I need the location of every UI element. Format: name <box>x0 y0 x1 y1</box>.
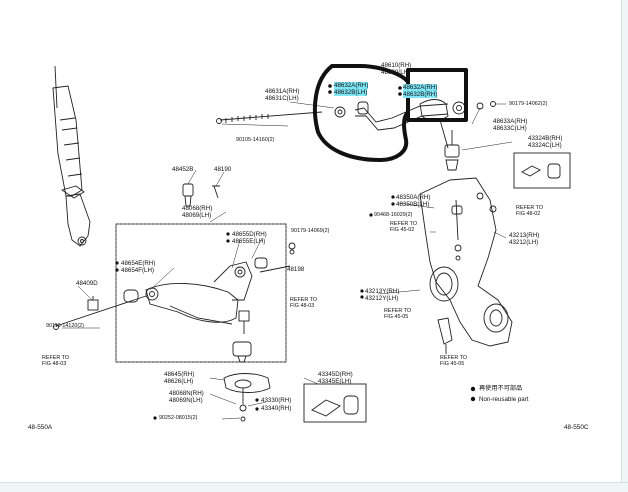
legend-non-reusable-jp: 再使用不可部品 <box>479 385 523 392</box>
label-90468: 90468-16029(2) <box>374 212 413 218</box>
label-48632b-right[interactable]: 48632B(RH) <box>403 91 438 98</box>
circle-marker <box>312 64 468 162</box>
label-43213: 43213(RH) <box>509 232 540 239</box>
label-48632b-left[interactable]: 48632B(LH) <box>334 89 368 96</box>
label-43212y: 43212Y(LH) <box>365 295 399 302</box>
ref-fig48-03a: FIG 48-03 <box>290 303 315 309</box>
upper-bushing-right <box>452 101 466 115</box>
vertical-scrollbar[interactable] <box>621 0 628 491</box>
label-43213y: 43213Y(RH) <box>365 288 400 295</box>
label-48626: 48626(LH) <box>164 378 194 385</box>
label-48069: 48069(LH) <box>182 212 212 219</box>
label-48198: 48198 <box>287 266 305 273</box>
ref-fig45-05: FIG 45-05 <box>384 314 409 320</box>
label-48632a-left[interactable]: 48632A(RH) <box>334 82 369 89</box>
label-90252: 90252-08015(2) <box>159 415 198 421</box>
label-43324b: 43324B(RH) <box>528 135 563 142</box>
label-48069n: 48069N(LH) <box>169 397 203 404</box>
label-90119: 90119-14120(2) <box>46 323 84 329</box>
ref-refer-to-1: REFER TO <box>290 297 318 303</box>
label-48633c: 48633C(LH) <box>493 125 527 132</box>
steering-knuckle <box>419 177 513 347</box>
ref-fig48-03b: FIG 48-03 <box>42 361 67 367</box>
label-43330: 43330(RH) <box>261 397 292 404</box>
label-48655e: 48655E(LH) <box>232 238 266 245</box>
label-48654f: 48654F(LH) <box>121 267 155 274</box>
ref-fig48-02: FIG 48-02 <box>516 211 541 217</box>
label-48610: 48610(RH) <box>381 62 412 69</box>
label-48068: 48068(RH) <box>182 205 213 212</box>
ref-refer-to-4: REFER TO <box>516 205 544 211</box>
ref-refer-to-3: REFER TO <box>390 221 418 227</box>
label-48190: 48190 <box>214 166 232 173</box>
highlight-circle-left <box>312 64 410 162</box>
lower-arm <box>145 283 239 323</box>
label-43324c: 43324C(LH) <box>528 142 562 149</box>
label-48350b: 48350B(LH) <box>396 201 430 208</box>
upper-bushing-left <box>334 106 346 118</box>
label-48631a: 48631A(RH) <box>265 88 300 95</box>
ref-refer-to-2: REFER TO <box>42 355 70 361</box>
shock-rod <box>54 65 58 109</box>
ref-fig45-02: FIG 45-02 <box>390 227 415 233</box>
shock-upper-body <box>52 85 83 197</box>
label-48655d: 48655D(RH) <box>232 231 267 238</box>
label-48632a-right[interactable]: 48632A(RH) <box>403 84 438 91</box>
label-48409d: 48409D <box>76 280 98 287</box>
figure-code-right: 48-550C <box>564 424 589 431</box>
ref-refer-to-6: REFER TO <box>440 355 468 361</box>
horizontal-scrollbar[interactable] <box>0 482 628 492</box>
label-48630: 48630(LH) <box>381 69 411 76</box>
upper-bolt <box>219 111 323 121</box>
label-48350a: 48350A(RH) <box>396 194 431 201</box>
ref-refer-to-5: REFER TO <box>384 308 412 314</box>
shock-lower-body <box>65 193 91 247</box>
label-43212: 43212(LH) <box>509 239 539 246</box>
label-43345e: 43345E(LH) <box>318 378 352 385</box>
label-43340: 43340(RH) <box>261 405 292 412</box>
label-48631c: 48631C(LH) <box>265 95 299 102</box>
label-43345d: 43345D(RH) <box>318 371 353 378</box>
label-90179b: 90179-14069(2) <box>291 228 330 234</box>
label-48633a: 48633A(RH) <box>493 118 528 125</box>
label-48452b: 48452B <box>172 166 194 173</box>
label-48068n: 48068N(RH) <box>169 390 204 397</box>
label-90179a: 90179-14062(2) <box>509 101 548 107</box>
ref-fig45-05b: FIG 45-05 <box>440 361 465 367</box>
figure-code-left: 48-550A <box>28 424 53 431</box>
label-48654e: 48654E(RH) <box>121 260 156 267</box>
label-48645: 48645(RH) <box>164 371 195 378</box>
legend-non-reusable-en: Non-reusable part <box>479 396 529 403</box>
lower-bolt <box>55 295 147 327</box>
label-90105: 90105-14160(2) <box>236 137 275 143</box>
